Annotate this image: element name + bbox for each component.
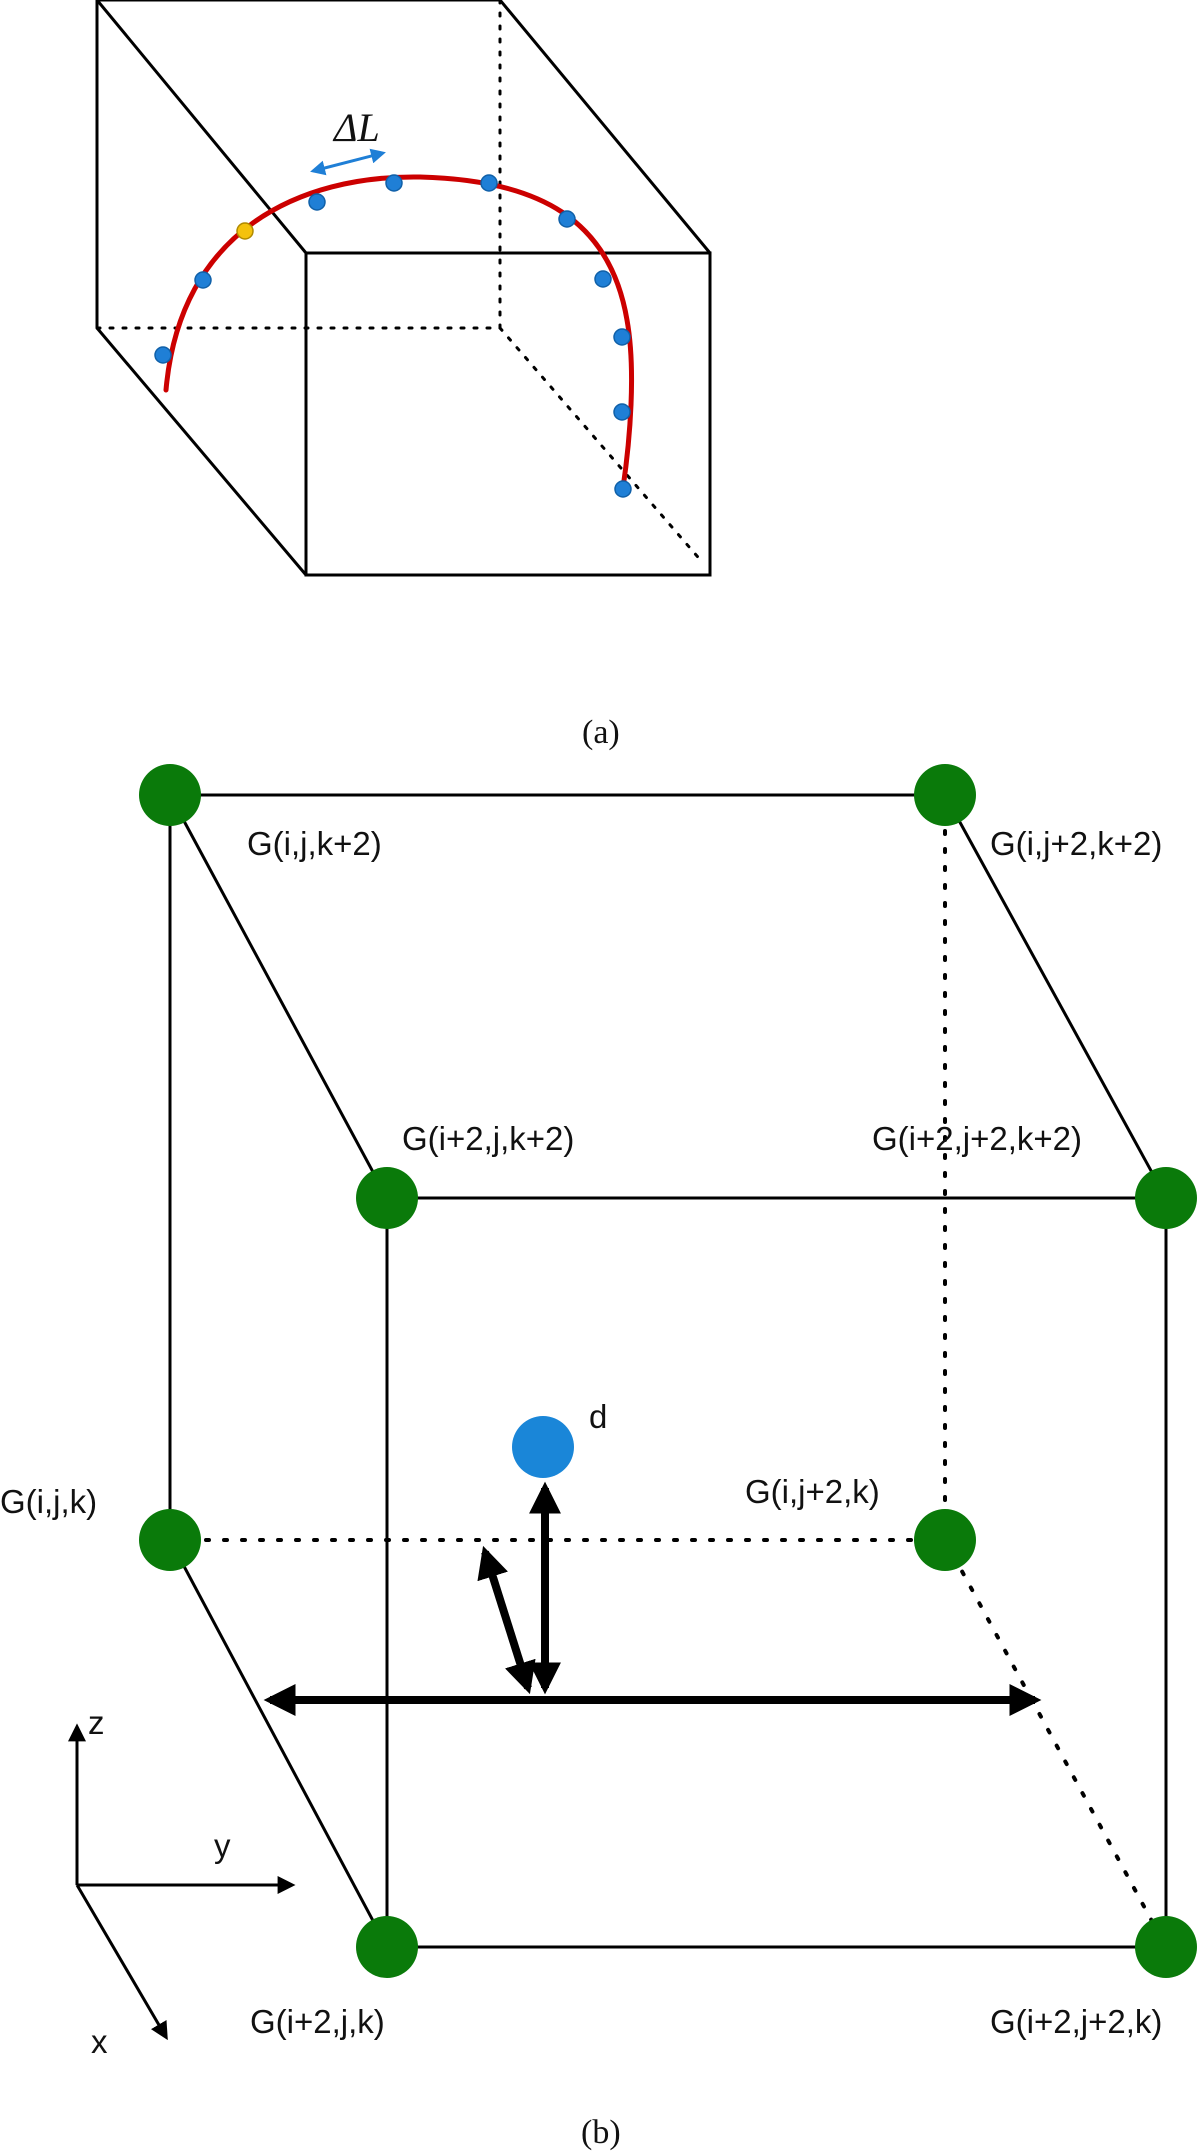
curve [163,174,635,491]
node-g-i2jk2 [356,1167,418,1229]
curve-points [154,174,632,498]
label-g-i2jk2: G(i+2,j,k+2) [402,1120,574,1157]
label-g-ijk: G(i,j,k) [0,1483,97,1520]
curve-point [194,271,212,289]
grid-nodes [139,764,1197,1978]
panel-a: ΔL (a) [95,0,712,751]
node-g-i2jk [356,1916,418,1978]
distance-arrows [263,1481,1042,1716]
curve-point [613,328,631,346]
delta-arrow [310,148,386,176]
x-axis [75,1884,168,2041]
curve-point [558,210,576,228]
node-g-ij2k2 [914,764,976,826]
panel-b: G(i,j,k+2) G(i,j+2,k+2) G(i+2,j,k+2) G(i… [0,764,1197,2151]
curve-point [480,174,498,192]
axis-label-z: z [88,1704,105,1741]
axis-label-y: y [214,1827,231,1864]
caption-a: (a) [582,714,620,751]
node-labels: G(i,j,k+2) G(i,j+2,k+2) G(i+2,j,k+2) G(i… [0,825,1162,2040]
curve-point [385,174,403,192]
node-g-ijk [139,1509,201,1571]
curve-point [614,480,632,498]
curve-point [613,403,631,421]
caption-b: (b) [581,2114,621,2151]
curve-point [308,193,326,211]
diagonal-arrow [477,1545,536,1695]
label-g-i2j2k2: G(i+2,j+2,k+2) [872,1120,1082,1157]
label-g-i2jk: G(i+2,j,k) [250,2003,385,2040]
axis-triad [68,1723,296,2041]
label-g-ijk2: G(i,j,k+2) [247,825,382,862]
point-d [512,1416,574,1478]
node-g-i2j2k2 [1135,1167,1197,1229]
cube-edges [168,793,1168,1949]
axis-label-x: x [91,2023,108,2060]
curve-point [154,346,172,364]
node-g-ij2k [914,1509,976,1571]
highlight-point [236,222,254,240]
label-g-ij2k: G(i,j+2,k) [745,1473,880,1510]
curve-point [594,270,612,288]
node-g-ijk2 [139,764,201,826]
label-g-i2j2k: G(i+2,j+2,k) [990,2003,1162,2040]
delta-label: ΔL [332,105,380,150]
node-g-i2j2k [1135,1916,1197,1978]
label-g-ij2k2: G(i,j+2,k+2) [990,825,1162,862]
point-d-label: d [589,1398,607,1435]
box-frame [95,0,712,577]
